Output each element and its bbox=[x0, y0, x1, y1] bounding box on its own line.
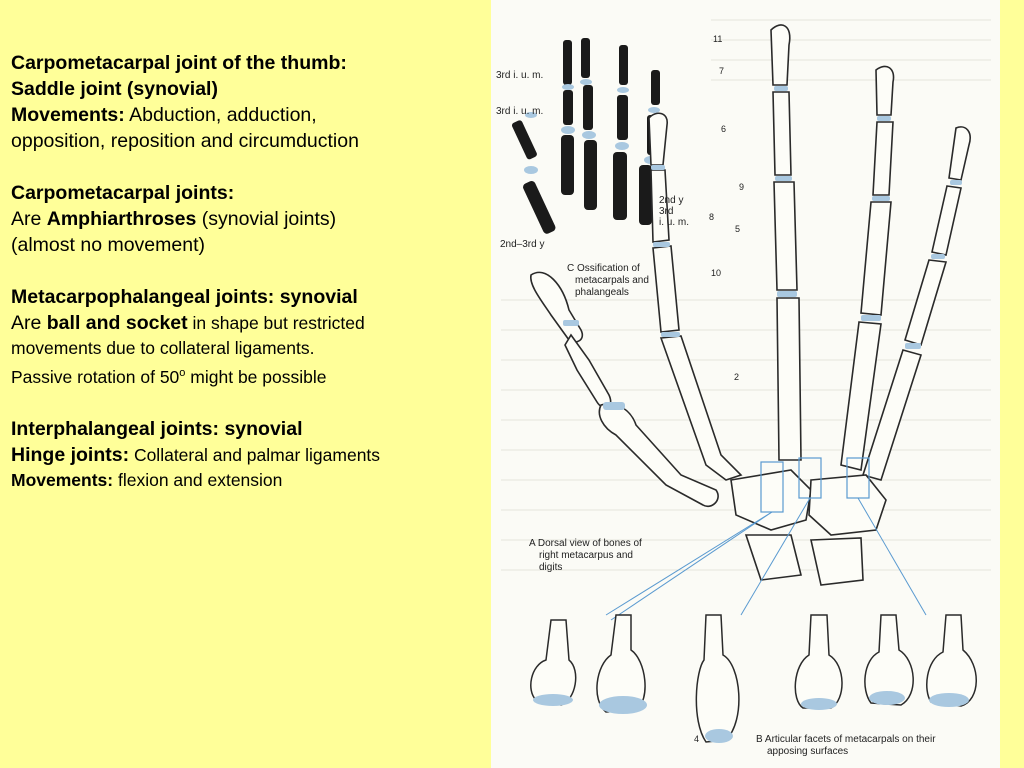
text-panel: Carpometacarpal joint of the thumb: Sadd… bbox=[11, 50, 491, 493]
mcp-line-2: movements due to collateral ligaments. bbox=[11, 338, 315, 358]
caption-c-2: metacarpals and bbox=[575, 275, 649, 286]
label-3rd: 3rd bbox=[659, 206, 674, 217]
number-8: 8 bbox=[709, 212, 715, 222]
number-11: 11 bbox=[713, 34, 723, 44]
dorsal-hand bbox=[530, 24, 971, 586]
number-5: 5 bbox=[735, 224, 741, 234]
cmc-movement-note: (almost no movement) bbox=[11, 234, 205, 256]
articular-facets bbox=[530, 614, 977, 743]
background-text-lines bbox=[501, 19, 991, 571]
cmc-heading: Carpometacarpal joints: bbox=[11, 182, 235, 204]
label-2nd-3rd-y: 2nd–3rd y bbox=[500, 239, 545, 250]
caption-c-1: C Ossification of bbox=[567, 263, 640, 274]
caption-a-1: A Dorsal view of bones of bbox=[529, 538, 642, 549]
ip-movements-text: flexion and extension bbox=[113, 469, 283, 490]
mcp-line-3: Passive rotation of 50o might be possibl… bbox=[11, 361, 491, 390]
mcp-heading: Metacarpophalangeal joints: synovial bbox=[11, 286, 358, 308]
caption-c-3: phalangeals bbox=[575, 287, 629, 298]
mcp-are: Are bbox=[11, 312, 47, 334]
thumb-movements: Movements: Abduction, adduction, bbox=[11, 102, 491, 128]
guide-lines bbox=[605, 497, 927, 621]
ip-hinge: Hinge joints: Collateral and palmar liga… bbox=[11, 442, 491, 468]
ip-heading: Interphalangeal joints: synovial bbox=[11, 417, 303, 440]
caption-b-1: B Articular facets of metacarpals on the… bbox=[756, 734, 936, 745]
number-7: 7 bbox=[719, 66, 725, 76]
ip-hinge-text: Collateral and palmar ligaments bbox=[129, 444, 381, 465]
ip-movements-label: Movements: bbox=[11, 469, 114, 490]
hand-bones-illustration bbox=[501, 19, 991, 743]
ip-hinge-label: Hinge joints: bbox=[11, 443, 130, 466]
number-4: 4 bbox=[694, 734, 700, 744]
cmc-are: Are bbox=[11, 208, 47, 230]
label-ium-2: 3rd i. u. m. bbox=[496, 106, 544, 117]
cmc-type-note: (synovial joints) bbox=[196, 208, 337, 230]
cmc-type-term: Amphiarthroses bbox=[46, 208, 197, 230]
joint-cartilage bbox=[563, 86, 962, 410]
label-2nd-y: 2nd y bbox=[659, 195, 684, 206]
number-6: 6 bbox=[721, 124, 727, 134]
mcp-shape-note: in shape but restricted bbox=[187, 313, 365, 333]
label-ium-1: 3rd i. u. m. bbox=[496, 70, 544, 81]
ossification-hand bbox=[512, 38, 660, 234]
thumb-movements-text-2: opposition, reposition and circumduction bbox=[11, 130, 359, 152]
number-2: 2 bbox=[734, 372, 740, 382]
degree-superscript: o bbox=[179, 367, 186, 379]
mcp-shape: Are ball and socket in shape but restric… bbox=[11, 310, 491, 336]
ip-movements: Movements: flexion and extension bbox=[11, 468, 491, 493]
caption-a-2: right metacarpus and bbox=[539, 550, 633, 561]
hand-bones-figure: 3rd i. u. m. 3rd i. u. m. 2nd y 3rd i. u… bbox=[491, 0, 1000, 768]
label-ium-3: i. u. m. bbox=[659, 217, 690, 228]
thumb-movements-text: Abduction, adduction, bbox=[124, 104, 317, 126]
mcp-line-3-b: might be possible bbox=[185, 366, 327, 387]
thumb-joint-type: Saddle joint (synovial) bbox=[11, 78, 218, 100]
thumb-movements-label: Movements: bbox=[11, 104, 125, 126]
cmc-type: Are Amphiarthroses (synovial joints) bbox=[11, 206, 491, 232]
number-10: 10 bbox=[711, 268, 722, 278]
mcp-line-3-a: Passive rotation of 50 bbox=[11, 366, 180, 387]
caption-a-3: digits bbox=[539, 562, 563, 573]
number-9: 9 bbox=[739, 182, 745, 192]
caption-b-2: apposing surfaces bbox=[767, 746, 849, 757]
thumb-heading: Carpometacarpal joint of the thumb: bbox=[11, 52, 347, 74]
mcp-shape-term: ball and socket bbox=[46, 312, 188, 334]
